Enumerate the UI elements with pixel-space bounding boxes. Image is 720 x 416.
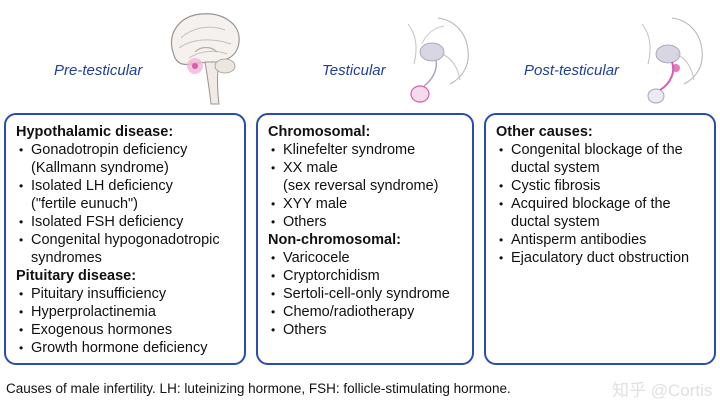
list-item: Hyperprolactinemia: [16, 303, 236, 321]
section-title: Other causes:: [496, 124, 593, 140]
list-item: Sertoli-cell-only syndrome: [268, 285, 464, 303]
section-title: Pituitary disease:: [16, 268, 137, 284]
heading-pre-testicular: Pre-testicular: [54, 62, 143, 79]
watermark: 知乎 @Cortis: [612, 381, 713, 400]
list-item: Isolated FSH deficiency: [16, 213, 236, 231]
list-item: Acquired blockage of the: [496, 195, 706, 213]
list-item: Others: [268, 321, 464, 339]
section-list: Varicocele Cryptorchidism Sertoli-cell-o…: [268, 249, 464, 339]
brain-outline: [170, 13, 240, 66]
section-title: Hypothalamic disease:: [16, 124, 174, 140]
section-title: Non-chromosomal:: [268, 232, 401, 248]
heading-testicular: Testicular: [322, 62, 386, 79]
list-item: XX male: [268, 159, 464, 177]
post-testicular-box: Other causes: Congenital blockage of the…: [484, 113, 716, 365]
list-item: Ejaculatory duct obstruction: [496, 249, 706, 267]
testicular-box: Chromosomal: Klinefelter syndrome XX mal…: [256, 113, 474, 365]
duct-highlight: [659, 61, 675, 91]
heading-post-testicular: Post-testicular: [524, 62, 620, 79]
list-item: Growth hormone deficiency: [16, 339, 236, 357]
duct-illustration: [641, 17, 703, 104]
list-item: Others: [268, 213, 464, 231]
list-item: Cryptorchidism: [268, 267, 464, 285]
section-list: Gonadotropin deficiency (Kallmann syndro…: [16, 141, 236, 267]
list-item: Chemo/radiotherapy: [268, 303, 464, 321]
list-item: Antisperm antibodies: [496, 231, 706, 249]
list-item-continuation: (Kallmann syndrome): [31, 160, 169, 176]
list-item: Varicocele: [268, 249, 464, 267]
list-item: Isolated LH deficiency: [16, 177, 236, 195]
list-item: Pituitary insufficiency: [16, 285, 236, 303]
list-item: Klinefelter syndrome: [268, 141, 464, 159]
list-item: XYY male: [268, 195, 464, 213]
list-item-continuation: syndromes: [31, 250, 102, 266]
list-item: Cystic fibrosis: [496, 177, 706, 195]
brain-illustration: [170, 13, 240, 105]
list-item-continuation: ("fertile eunuch"): [31, 196, 139, 212]
section-title: Chromosomal:: [268, 124, 371, 140]
list-item-continuation: ductal system: [511, 214, 600, 230]
pre-testicular-box: Hypothalamic disease: Gonadotropin defic…: [4, 113, 246, 365]
section-list: Congenital blockage of the ductal system…: [496, 141, 706, 267]
list-item: Gonadotropin deficiency: [16, 141, 236, 159]
list-item: Exogenous hormones: [16, 321, 236, 339]
testis-highlight: [410, 85, 430, 103]
list-item: Congenital blockage of the: [496, 141, 706, 159]
testis-illustration: [407, 17, 469, 103]
section-list: Klinefelter syndrome XX male (sex revers…: [268, 141, 464, 231]
list-item-continuation: ductal system: [511, 160, 600, 176]
section-list: Pituitary insufficiency Hyperprolactinem…: [16, 285, 236, 357]
figure-caption: Causes of male infertility. LH: luteiniz…: [6, 381, 511, 396]
list-item-continuation: (sex reversal syndrome): [283, 178, 439, 194]
list-item: Congenital hypogonadotropic: [16, 231, 236, 249]
